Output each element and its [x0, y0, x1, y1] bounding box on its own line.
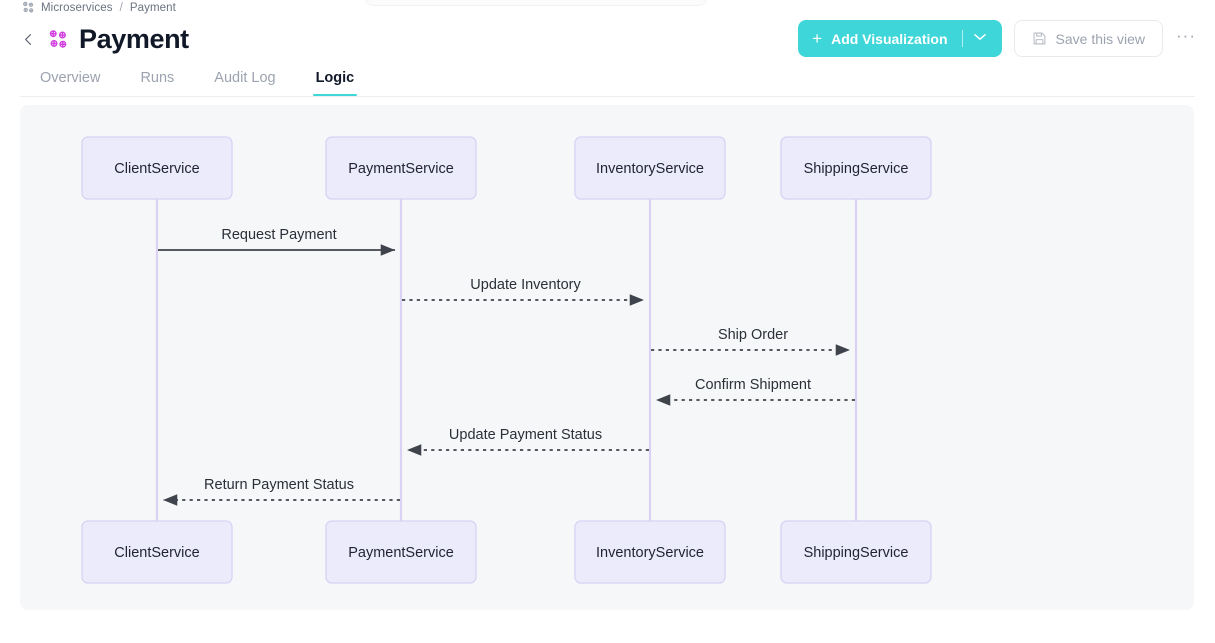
add-visualization-button[interactable]: + Add Visualization [798, 20, 1002, 57]
tab-bar-divider [20, 96, 1195, 97]
message-label: Update Payment Status [449, 427, 602, 443]
participant-box[interactable]: InventoryService [574, 520, 726, 584]
message-label: Request Payment [221, 227, 336, 243]
participant-box[interactable]: ShippingService [780, 520, 932, 584]
plus-icon: + [812, 28, 823, 48]
page-title: Payment [79, 23, 189, 54]
breadcrumb-item-1[interactable]: Payment [129, 1, 176, 14]
chevron-down-icon[interactable] [973, 33, 986, 44]
participant-label: PaymentService [348, 545, 454, 561]
participant-label: PaymentService [348, 161, 454, 177]
participant-label: ClientService [114, 545, 199, 561]
floppy-disk-icon [1032, 31, 1047, 46]
page-header: Payment [20, 20, 189, 58]
message-label: Return Payment Status [204, 477, 354, 493]
participant-box[interactable]: ClientService [81, 520, 233, 584]
button-divider [961, 30, 963, 47]
save-view-label: Save this view [1055, 30, 1145, 47]
message-label: Ship Order [718, 327, 788, 343]
top-partial-pill [365, 0, 707, 6]
ellipsis-icon[interactable]: ··· [1176, 25, 1196, 45]
add-visualization-label: Add Visualization [831, 30, 948, 47]
tab-overview[interactable]: Overview [40, 70, 101, 86]
title-microservices-cluster-icon [48, 29, 69, 50]
breadcrumb-separator: / [119, 1, 123, 14]
participant-box[interactable]: PaymentService [325, 136, 477, 200]
breadcrumb: Microservices / Payment [22, 1, 176, 14]
tab-logic[interactable]: Logic [296, 70, 375, 96]
tab-audit-log[interactable]: Audit Log [214, 70, 276, 86]
participant-box[interactable]: ShippingService [780, 136, 932, 200]
tab-runs[interactable]: Runs [140, 70, 175, 86]
header-actions: + Add Visualization Save this view ··· [798, 20, 1197, 57]
participant-label: InventoryService [596, 161, 704, 177]
microservices-cluster-icon [22, 1, 35, 14]
message-label: Confirm Shipment [695, 377, 811, 393]
participant-label: ClientService [114, 161, 199, 177]
message-label: Update Inventory [470, 277, 581, 293]
participant-box[interactable]: InventoryService [574, 136, 726, 200]
participant-box[interactable]: PaymentService [325, 520, 477, 584]
participant-label: ShippingService [804, 545, 909, 561]
participant-label: ShippingService [804, 161, 909, 177]
chevron-left-icon[interactable] [20, 31, 36, 47]
participant-label: InventoryService [596, 545, 704, 561]
save-view-button[interactable]: Save this view [1013, 20, 1163, 57]
tab-bar: Overview Runs Audit Log Logic [20, 62, 374, 96]
participant-box[interactable]: ClientService [81, 136, 233, 200]
breadcrumb-item-0[interactable]: Microservices [41, 1, 113, 14]
